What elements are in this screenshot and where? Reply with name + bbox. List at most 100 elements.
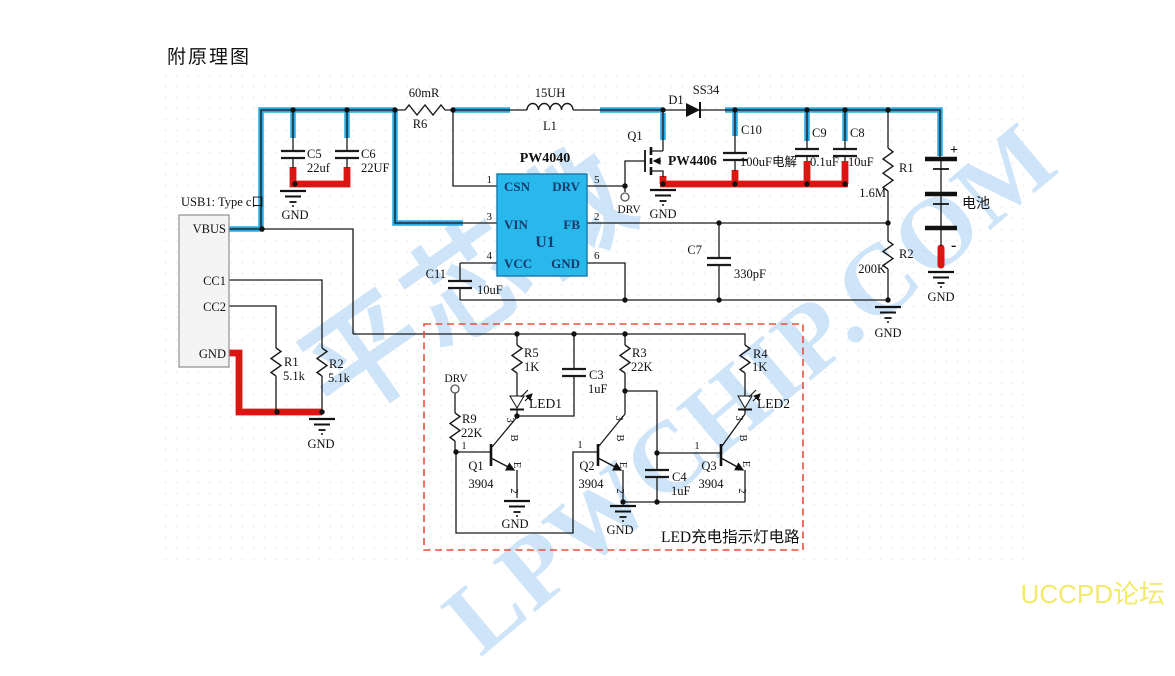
c7-ref: C7 (687, 243, 702, 257)
c6-ref: C6 (361, 147, 376, 161)
r1cc-ref: R1 (284, 355, 299, 369)
transistor-q2-symbol (596, 444, 623, 471)
capacitor-c7-symbol (707, 256, 731, 267)
q1-gnd-net-label: GND (501, 517, 528, 531)
gnd-symbols (278, 188, 956, 523)
c11-ref: C11 (426, 267, 446, 281)
svg-text:3: 3 (504, 417, 515, 422)
c4-ref: C4 (672, 470, 687, 484)
drv-net-label-led: DRV (444, 373, 468, 385)
c5-value: 22uf (307, 161, 331, 175)
u1-pin-vcc: VCC (504, 256, 532, 271)
r2fb-value: 200K (858, 262, 886, 276)
battery-plus-label: + (950, 143, 958, 158)
r1fb-value: 1.6M (859, 186, 886, 200)
u1-pinnum-drv: 5 (594, 174, 600, 186)
resistor-r2fb-symbol (881, 240, 895, 270)
led-box-caption: LED充电指示灯电路 (661, 528, 800, 546)
usb-pin-gnd: GND (199, 347, 226, 361)
u1-chip-body (496, 173, 588, 277)
u1-pinnum-fb: 2 (594, 211, 600, 223)
r6-ref: R6 (413, 117, 428, 131)
c4-value: 1uF (671, 484, 691, 498)
c8-ref: C8 (850, 126, 865, 140)
u1-pinnum-vin: 3 (487, 211, 493, 223)
c3-value: 1uF (588, 382, 608, 396)
svg-text:3: 3 (733, 415, 744, 420)
led1-symbol (509, 390, 532, 411)
q1mos-gnd-net-label: GND (649, 207, 676, 221)
d1-ref: D1 (668, 93, 683, 107)
r5-ref: R5 (524, 346, 539, 360)
schematic-canvas: USB1: Type c口 VBUS CC1 CC2 GND R1 5.1k R… (178, 83, 990, 551)
c7-value: 330pF (734, 267, 766, 281)
u1-pin-gnd: GND (551, 256, 580, 271)
r4-ref: R4 (753, 347, 768, 361)
net-usb-wires (229, 228, 354, 412)
l1-ref: L1 (543, 119, 557, 133)
r2cc-value: 5.1k (328, 371, 351, 385)
u1-pin-vin: VIN (504, 217, 528, 232)
l1-value: 15UH (535, 86, 566, 100)
usb-pin-vbus: VBUS (193, 222, 226, 236)
q1mos-value: PW4406 (668, 153, 717, 168)
net-power-rail (260, 109, 942, 246)
svg-text:E: E (740, 461, 751, 467)
net-input-taps (229, 110, 889, 300)
led2-ref: LED2 (757, 396, 790, 411)
svg-text:B: B (508, 434, 519, 441)
net-led-circuit-wires (353, 333, 746, 534)
svg-text:E: E (511, 462, 522, 468)
forum-watermark: UCCPD论坛 (1020, 579, 1165, 609)
u1-pinnum-vcc: 4 (487, 250, 493, 262)
battery-gnd-net-label: GND (927, 290, 954, 304)
resistor-r3-symbol (618, 344, 632, 374)
q3-ref: Q3 (701, 459, 716, 473)
c8-value: 10uF (848, 155, 874, 169)
svg-text:B: B (614, 434, 625, 441)
q3-value: 3904 (699, 477, 725, 491)
resistor-r6-symbol (404, 103, 446, 117)
usb-gnd-net-label: GND (307, 437, 334, 451)
battery-minus-label: - (951, 237, 956, 254)
r5-value: 1K (524, 360, 539, 374)
c9-ref: C9 (812, 126, 827, 140)
r3-ref: R3 (632, 346, 647, 360)
capacitor-c3-symbol (562, 367, 586, 378)
led2-symbol (737, 390, 760, 411)
svg-text:2: 2 (508, 488, 519, 493)
svg-text:2: 2 (614, 488, 625, 493)
c9-value: 0.1uF (810, 155, 839, 169)
q2-ref: Q2 (579, 459, 594, 473)
resistor-r1fb-symbol (881, 147, 895, 192)
u1-pin-fb: FB (563, 217, 580, 232)
r6-value: 60mR (409, 86, 440, 100)
u1-pin-csn: CSN (504, 179, 531, 194)
capacitor-c8-symbol (833, 147, 857, 158)
capacitor-c9-symbol (795, 147, 819, 158)
svg-text:3: 3 (613, 415, 624, 420)
q2-gnd-net-label: GND (606, 523, 633, 537)
capacitor-c6-symbol (335, 149, 359, 160)
inductor-l1-symbol (526, 102, 574, 111)
net-u1-wires (459, 150, 888, 301)
led-indicator-dashed-box (423, 323, 804, 551)
drv-testpoint-led (450, 384, 460, 394)
usb-connector-box (178, 214, 230, 368)
capacitor-c11-symbol (448, 279, 472, 290)
resistor-r1cc-symbol (269, 347, 283, 377)
capacitor-c10-symbol (723, 151, 747, 162)
q1mos-ref: Q1 (627, 129, 642, 143)
r2fb-gnd-net-label: GND (874, 326, 901, 340)
c5c6-gnd-net-label: GND (281, 208, 308, 222)
r4-value: 1K (752, 360, 767, 374)
u1-pinnum-gnd: 6 (594, 250, 600, 262)
usb-pin-cc2: CC2 (203, 300, 226, 314)
c10-value: 100uF电解 (740, 155, 797, 169)
transistor-q1-symbol (489, 444, 516, 471)
usb-pin-cc1: CC1 (203, 274, 226, 288)
q2-value: 3904 (579, 477, 605, 491)
drv-net-label-u1: DRV (617, 204, 641, 216)
u1-part-number: PW4040 (520, 151, 571, 166)
led1-ref: LED1 (529, 396, 562, 411)
